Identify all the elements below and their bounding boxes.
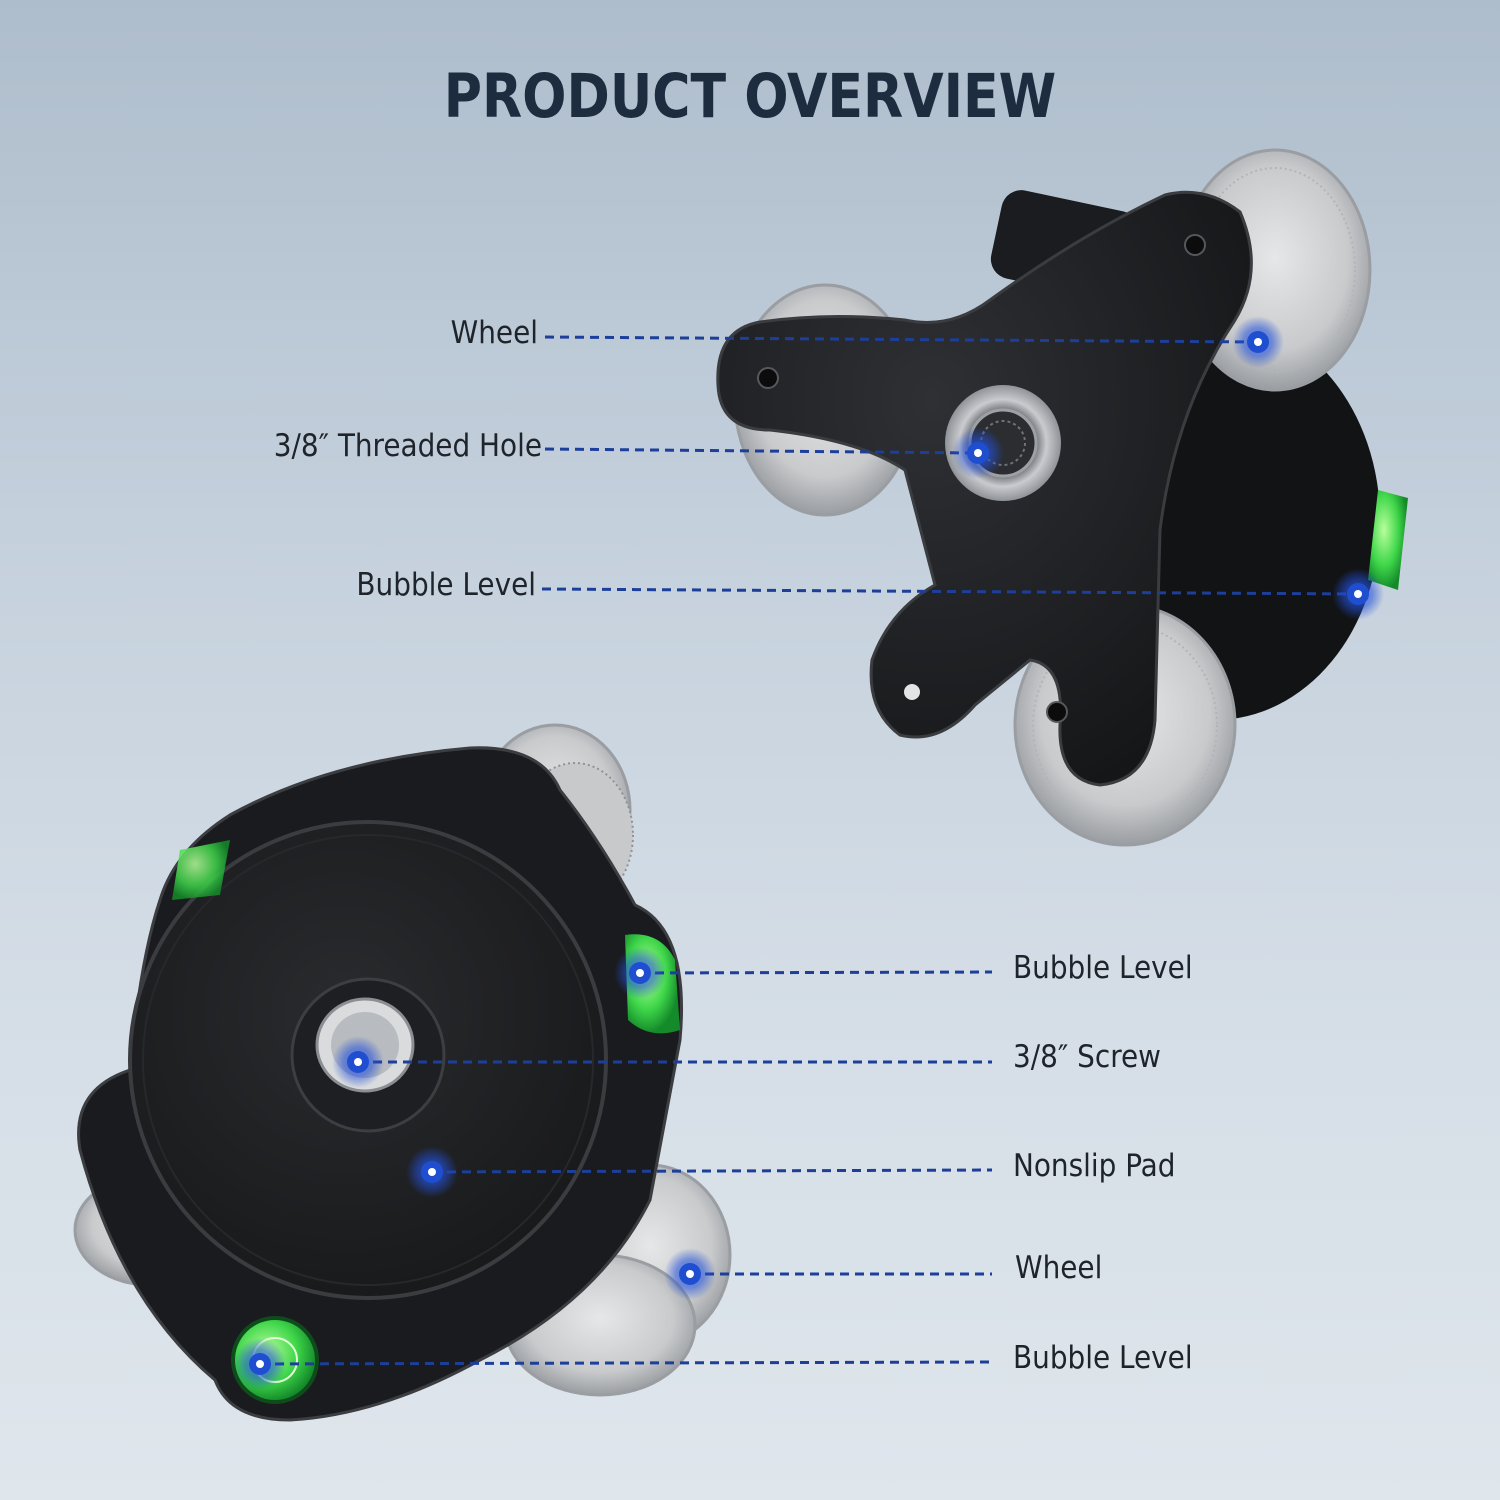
callout-markers bbox=[234, 316, 1384, 1390]
marker-dot bbox=[1332, 568, 1384, 620]
callout-label-threaded-hole: 3/8″ Threaded Hole bbox=[273, 428, 542, 464]
marker-dot bbox=[664, 1248, 716, 1300]
marker-dot bbox=[406, 1146, 458, 1198]
callout-label-screw: 3/8″ Screw bbox=[1013, 1039, 1161, 1075]
marker-dot bbox=[952, 427, 1004, 479]
bottom-product bbox=[73, 723, 732, 1422]
page-title: PRODUCT OVERVIEW bbox=[443, 60, 1057, 132]
marker-dot bbox=[1232, 316, 1284, 368]
callout-label-bubble-level-top: Bubble Level bbox=[356, 567, 536, 603]
callout-label-bubble-level-1: Bubble Level bbox=[1013, 950, 1193, 986]
callout-label-nonslip-pad: Nonslip Pad bbox=[1013, 1148, 1176, 1184]
callout-label-bubble-level-2: Bubble Level bbox=[1013, 1340, 1193, 1376]
marker-dot bbox=[614, 947, 666, 999]
top-product bbox=[716, 148, 1408, 847]
callout-lines bbox=[259, 335, 1359, 1366]
marker-dot bbox=[234, 1338, 286, 1390]
callout-label-wheel-top: Wheel bbox=[450, 315, 538, 351]
marker-dot bbox=[332, 1036, 384, 1088]
callout-label-wheel-bottom: Wheel bbox=[1015, 1250, 1103, 1286]
